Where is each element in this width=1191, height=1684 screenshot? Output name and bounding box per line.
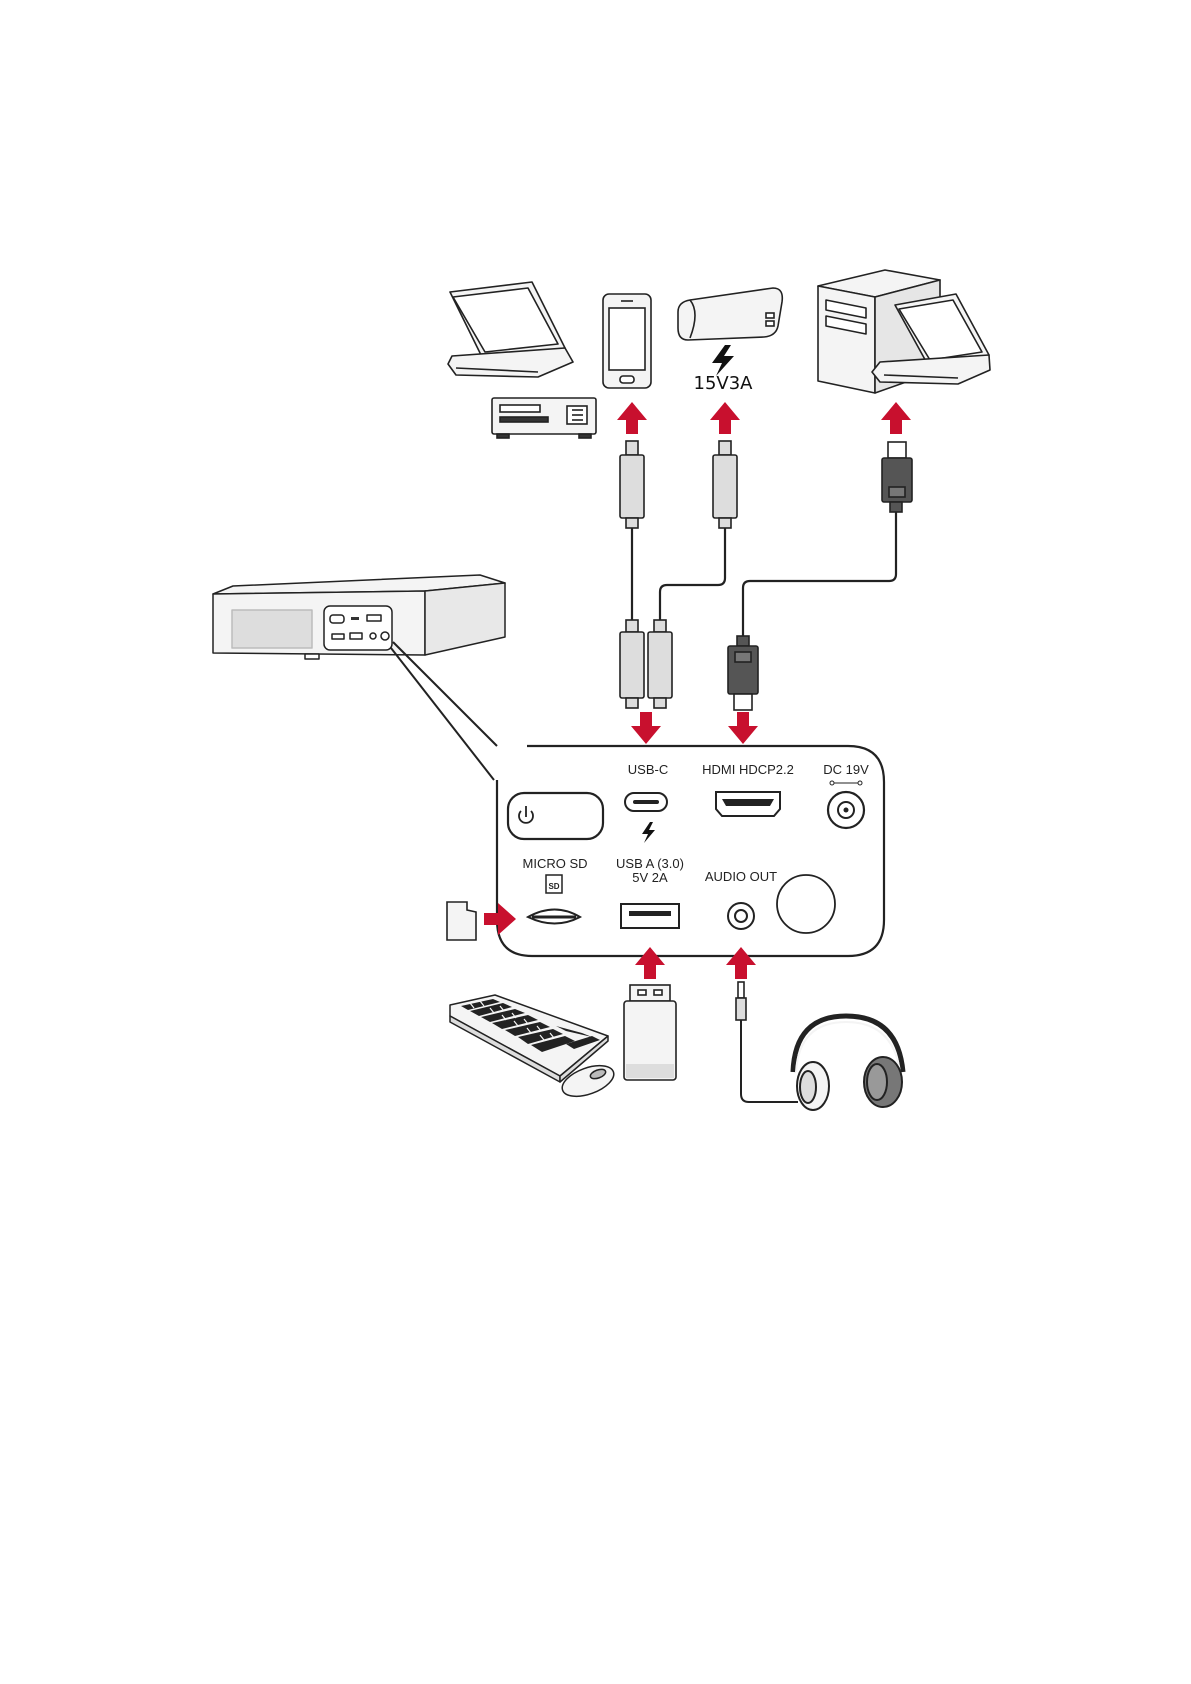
usb-c-label: USB-C [628, 762, 668, 777]
smartphone-icon [603, 294, 651, 388]
usb-c-connector-bottom [620, 620, 644, 708]
usb-c-connector-bottom [648, 620, 672, 708]
arrow-down-icon [728, 712, 758, 744]
arrow-up-icon [617, 402, 647, 434]
speaker-grille [777, 875, 835, 933]
sd-logo-text: SD [548, 882, 559, 891]
usb-a-label-line2: 5V 2A [632, 870, 668, 885]
audio-cable [741, 1020, 798, 1102]
usb-flash-drive-icon [624, 985, 676, 1080]
power-button[interactable] [508, 793, 603, 839]
audio-out-jack[interactable] [728, 903, 754, 929]
cable-wires [632, 510, 896, 636]
arrow-up-icon [881, 402, 911, 434]
dc-port[interactable] [828, 792, 864, 828]
laptop-icon [448, 282, 573, 377]
usb-c-port-slot [633, 800, 659, 804]
usb-c-connector-top [620, 441, 644, 528]
arrow-up-icon [635, 947, 665, 979]
sd-logo-icon: SD [546, 875, 562, 893]
dvd-player-icon [492, 398, 596, 438]
dc-label: DC 19V [823, 762, 869, 777]
arrow-right-icon [484, 903, 516, 935]
hdmi-label: HDMI HDCP2.2 [702, 762, 794, 777]
zoom-lines [391, 642, 497, 780]
micro-sd-label: MICRO SD [523, 856, 588, 871]
power-bank-icon [678, 288, 782, 340]
usb-a-label-line1: USB A (3.0) [616, 856, 684, 871]
hdmi-connector-bottom [728, 636, 758, 710]
audio-out-label: AUDIO OUT [705, 869, 777, 884]
audio-plug [736, 982, 746, 1020]
micro-sd-card-icon [447, 902, 476, 940]
power-spec-label: 15V3A [694, 373, 754, 394]
dc-polarity-icon [830, 781, 862, 785]
usb-a-port[interactable] [621, 904, 679, 928]
headphones-icon [793, 1016, 903, 1110]
hdmi-port-slot [722, 799, 774, 806]
projector-icon [213, 575, 505, 659]
lightning-icon [642, 822, 655, 843]
usb-c-connector-top [713, 441, 737, 528]
arrow-up-icon [726, 947, 756, 979]
arrow-down-icon [631, 712, 661, 744]
lightning-icon [712, 345, 734, 376]
hdmi-connector-top [882, 442, 912, 512]
micro-sd-slot[interactable] [528, 910, 580, 924]
arrow-up-icon [710, 402, 740, 434]
